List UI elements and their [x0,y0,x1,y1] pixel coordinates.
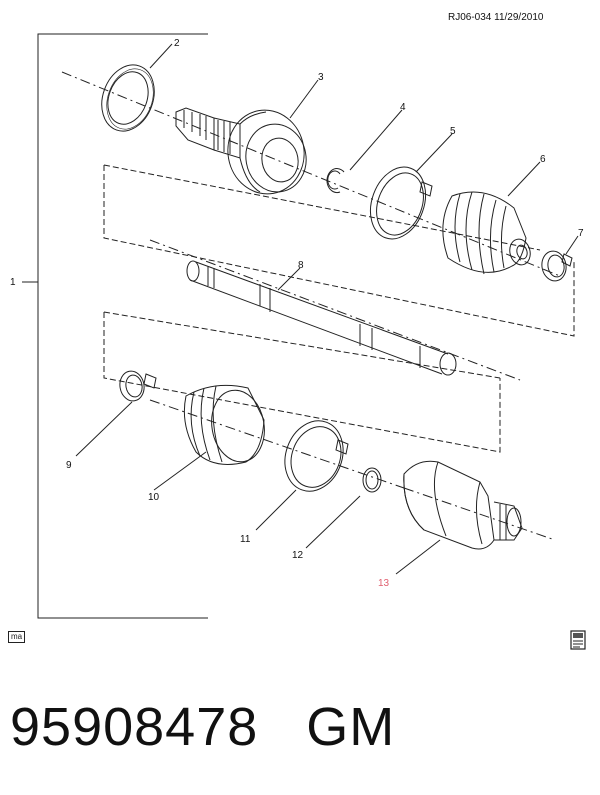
document-info-icon [570,630,586,650]
ma-badge: ma [8,631,26,643]
axis-line-upper [61,71,561,277]
callout-10: 10 [148,492,160,503]
upper-group-box [103,165,575,337]
callout-4: 4 [400,102,406,113]
assembly-bracket [37,33,208,619]
callout-3: 3 [318,72,324,83]
callout-2: 2 [174,38,180,49]
callout-13: 13 [378,578,390,589]
part-11-clamp [284,420,349,492]
callout-5: 5 [450,126,456,137]
part-number: 95908478 GM [10,697,396,757]
part-12-snap-ring [362,467,382,493]
part-7-small-clamp [541,250,573,282]
callout-9: 9 [66,460,72,471]
part-10-inner-boot [183,384,265,465]
part-4-snap-ring [326,168,345,194]
lower-group-box [103,312,501,453]
part-8-axle-shaft [149,239,521,381]
callout-12: 12 [292,550,304,561]
part-6-outer-boot [442,191,531,275]
callout-7: 7 [578,228,584,239]
diagram-reference: RJ06-034 11/29/2010 [448,12,544,23]
part-13-inner-housing [149,399,556,550]
part-9-small-clamp [119,370,157,402]
callout-1: 1 [10,277,16,288]
callout-8: 8 [298,260,304,271]
callout-6: 6 [540,154,546,165]
callout-11: 11 [240,534,251,545]
part-5-clamp [369,166,433,240]
part-3-outer-cv-joint [175,107,307,195]
part-2-seal-ring [101,64,155,132]
